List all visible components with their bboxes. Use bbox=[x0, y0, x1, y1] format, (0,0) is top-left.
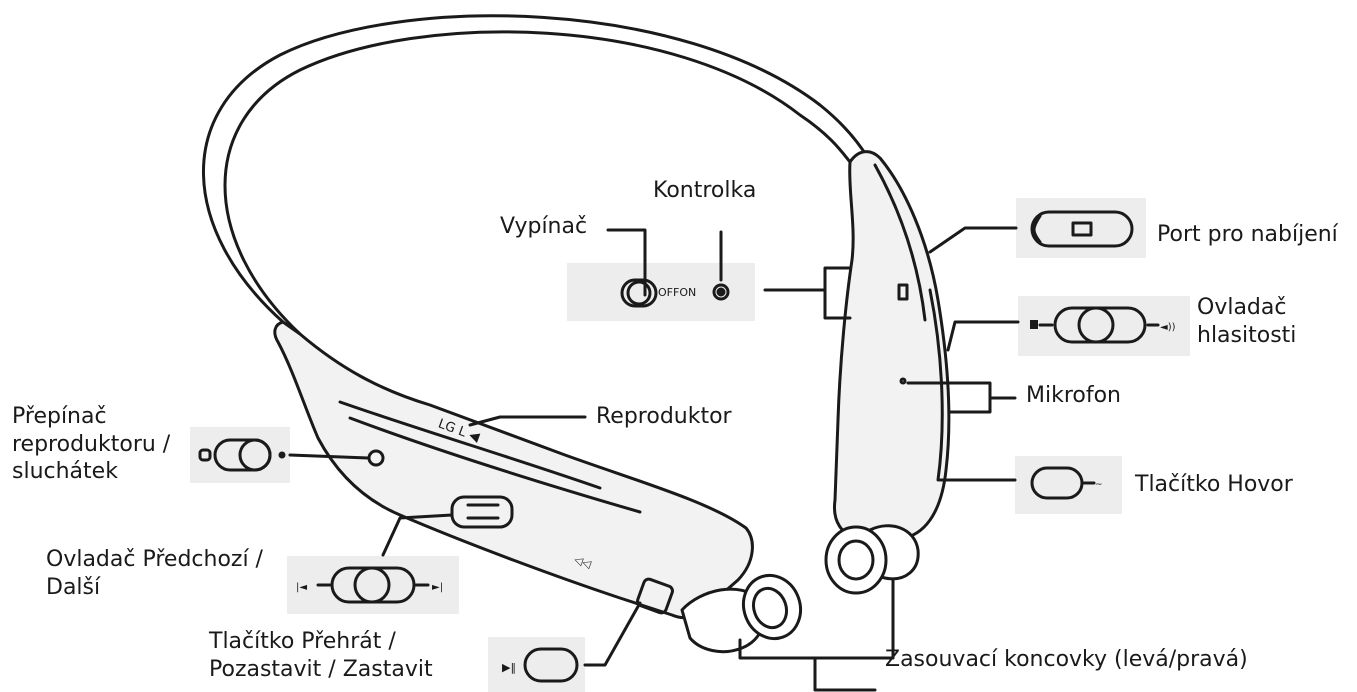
play-button-on-body bbox=[636, 577, 674, 615]
speaker-toggle-icon bbox=[198, 438, 286, 472]
label-kontrolka: Kontrolka bbox=[653, 178, 757, 203]
label-tlacitko-prehrat: Tlačítko Přehrát / Pozastavit / Zastavit bbox=[209, 629, 433, 682]
label-ovladac-hlasitosti: Ovladač hlasitosti bbox=[1197, 295, 1297, 348]
label-reproduktor: Reproduktor bbox=[596, 404, 732, 429]
play-button-icon: ▶‖ bbox=[502, 647, 579, 683]
indicator-led-icon bbox=[712, 283, 730, 301]
label-zasouvaci: Zasouvací koncovky (levá/pravá) bbox=[885, 647, 1248, 672]
svg-text:|◄: |◄ bbox=[296, 582, 307, 593]
label-mikrofon: Mikrofon bbox=[1026, 383, 1122, 408]
svg-text:~: ~ bbox=[1095, 480, 1103, 490]
label-tlacitko-hovor: Tlačítko Hovor bbox=[1135, 472, 1293, 497]
svg-text:◁◁: ◁◁ bbox=[573, 553, 594, 571]
right-housing bbox=[832, 150, 951, 542]
left-housing bbox=[273, 320, 754, 620]
play-inset bbox=[488, 637, 585, 692]
svg-text:▶‖: ▶‖ bbox=[502, 661, 516, 674]
call-button-icon: ~ bbox=[1030, 466, 1103, 500]
charging-port-on-body bbox=[897, 283, 909, 301]
label-ovladac-predchozi: Ovladač Předchozí / Další bbox=[46, 547, 263, 600]
track-inset bbox=[287, 556, 459, 614]
power-switch-icon bbox=[620, 278, 658, 308]
track-slider-on-body bbox=[450, 495, 514, 529]
label-prepinac: Přepínač reproduktoru / sluchátek bbox=[12, 404, 171, 484]
switch-off-on-text: OFFON bbox=[658, 286, 696, 299]
port-inset bbox=[1016, 198, 1146, 258]
charging-port-icon bbox=[1030, 210, 1134, 248]
label-vypinac: Vypínač bbox=[500, 214, 588, 239]
neckband bbox=[202, 14, 870, 324]
svg-text:◄)): ◄)) bbox=[1160, 322, 1176, 333]
volume-slider-icon: ◄)) bbox=[1030, 306, 1176, 344]
track-slider-icon: |◄ ►| bbox=[296, 566, 443, 604]
svg-text:►|: ►| bbox=[432, 582, 443, 593]
label-port: Port pro nabíjení bbox=[1157, 222, 1338, 247]
